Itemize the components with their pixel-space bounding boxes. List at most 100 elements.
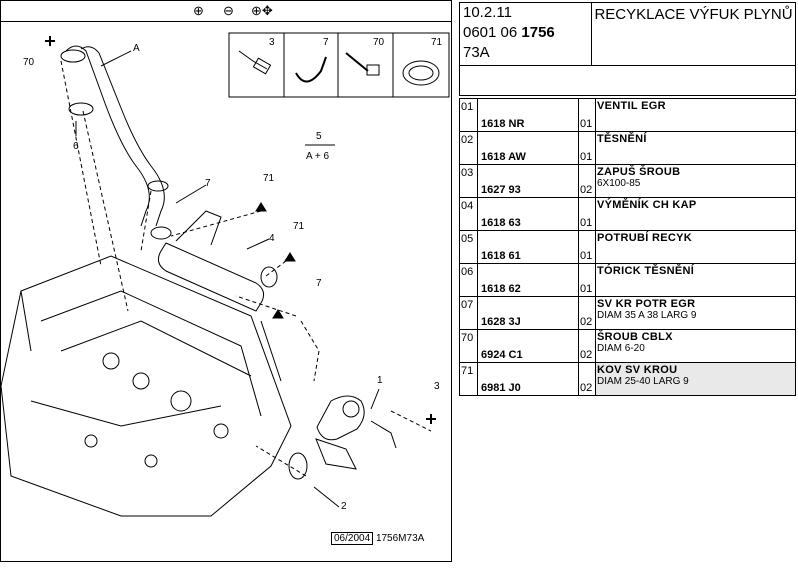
figure-date: 06/2004 — [331, 532, 374, 545]
blank-row — [459, 66, 796, 96]
quantity: 02 — [580, 349, 593, 361]
kit-label: 7 — [323, 37, 329, 48]
description-cell: VÝMĚNÍK CH KAP — [595, 197, 796, 231]
code-prefix: 0601 06 — [463, 24, 518, 41]
part-name: POTRUBÍ RECYK — [597, 232, 692, 244]
hose-clamp-icon — [402, 60, 440, 86]
part-ref-cell: 1628 3J — [477, 296, 579, 330]
kit-label: 71 — [431, 37, 443, 48]
leader-line — [175, 184, 207, 204]
part-ref-cell: 1618 NR — [477, 98, 579, 132]
part-name: VÝMĚNÍK CH KAP — [597, 199, 697, 211]
figure-stamp: 06/2004 1756M73A — [331, 532, 425, 545]
quantity-cell: 01 — [578, 98, 596, 132]
part-reference: 1618 63 — [481, 217, 521, 229]
part-name: TÓRICK TĚSNĚNÍ — [597, 265, 695, 277]
item-number-cell: 71 — [459, 362, 478, 396]
header-code: 0601 06 1756 — [460, 23, 591, 43]
gasket — [288, 452, 308, 480]
quantity: 01 — [580, 250, 593, 262]
part-ref-cell: 6981 J0 — [477, 362, 579, 396]
part-reference: 1618 62 — [481, 283, 521, 295]
quantity-cell: 01 — [578, 230, 596, 264]
item-number: 01 — [461, 101, 474, 113]
part-reference: 1628 3J — [481, 316, 521, 328]
table-row[interactable]: 04 1618 63 01 VÝMĚNÍK CH KAP — [459, 197, 796, 231]
part-ref-cell: 1618 61 — [477, 230, 579, 264]
item-number-cell: 02 — [459, 131, 478, 165]
quantity: 02 — [580, 382, 593, 394]
pan-icon[interactable]: ⊕✥ — [251, 3, 273, 18]
zoom-out-icon[interactable]: ⊖ — [223, 3, 234, 18]
quantity: 02 — [580, 316, 593, 328]
fastener-kit-box: 3 7 70 71 — [228, 32, 450, 98]
part-spec: DIAM 25-40 LARG 9 — [597, 376, 689, 387]
item-number: 05 — [461, 233, 474, 245]
o-ring — [68, 102, 94, 116]
callout-label: A + 6 — [306, 151, 330, 162]
fastener-mark — [426, 414, 436, 424]
callout-label: 5 — [316, 131, 322, 142]
item-number-cell: 04 — [459, 197, 478, 231]
egr-cooler — [150, 210, 278, 312]
clamp-mark — [284, 252, 296, 262]
part-reference: 6924 C1 — [481, 349, 523, 361]
quantity: 01 — [580, 151, 593, 163]
item-number: 02 — [461, 134, 474, 146]
screw-icon — [238, 50, 272, 75]
callout-label: A — [133, 43, 140, 54]
kit-label: 3 — [269, 37, 275, 48]
engine-block — [1, 255, 292, 517]
part-ref-cell: 6924 C1 — [477, 329, 579, 363]
part-reference: 1618 NR — [481, 118, 525, 130]
leader-lines — [60, 60, 432, 477]
part-name: ŠROUB CBLX — [597, 331, 673, 343]
callout-label: 71 — [263, 173, 275, 184]
callout-label: 3 — [434, 381, 440, 392]
kit-label: 70 — [373, 37, 385, 48]
item-number: 04 — [461, 200, 474, 212]
header-info: 10.2.11 0601 06 1756 73A — [460, 3, 592, 65]
exploded-parts-diagram: 3 7 70 71 — [1, 32, 450, 517]
callout-label: 70 — [23, 57, 35, 68]
quantity-cell: 02 — [578, 164, 596, 198]
item-number-cell: 06 — [459, 263, 478, 297]
leader-line — [370, 388, 380, 410]
quantity: 01 — [580, 217, 593, 229]
part-name: SV KR POTR EGR — [597, 298, 696, 310]
description-cell: TÓRICK TĚSNĚNÍ — [595, 263, 796, 297]
item-number-cell: 70 — [459, 329, 478, 363]
part-ref-cell: 1618 62 — [477, 263, 579, 297]
item-number-cell: 05 — [459, 230, 478, 264]
callout-label: 7 — [205, 178, 211, 189]
callout-label: 4 — [269, 233, 275, 244]
description-cell: VENTIL EGR — [595, 98, 796, 132]
part-ref-cell: 1618 63 — [477, 197, 579, 231]
callout-label: 1 — [377, 375, 383, 386]
part-name: VENTIL EGR — [597, 100, 666, 112]
part-reference: 1627 93 — [481, 184, 521, 196]
page-title: RECYKLACE VÝFUK PLYNŮ — [594, 6, 793, 23]
part-spec: DIAM 35 A 38 LARG 9 — [597, 310, 697, 321]
item-number-cell: 03 — [459, 164, 478, 198]
item-number-cell: 01 — [459, 98, 478, 132]
part-name: TĚSNĚNÍ — [597, 133, 647, 145]
diagram-panel: ⊕ ⊖ ⊕✥ 3 — [0, 0, 452, 562]
callout-label: 2 — [341, 501, 347, 512]
quantity-cell: 02 — [578, 296, 596, 330]
zoom-in-icon[interactable]: ⊕ — [193, 3, 204, 18]
part-spec: 6X100-85 — [597, 178, 641, 189]
quantity-cell: 02 — [578, 362, 596, 396]
fastener-mark — [45, 36, 55, 46]
figure-code: 1756M73A — [375, 533, 425, 544]
